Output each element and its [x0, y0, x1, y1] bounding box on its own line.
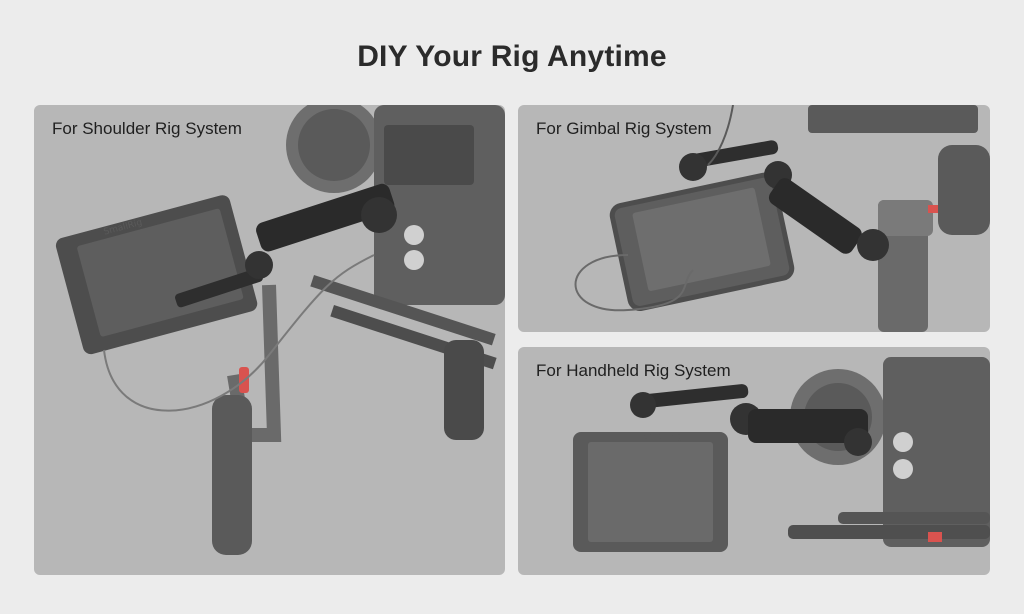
handheld-rig-panel: SmallRig For Handheld Rig System	[518, 347, 990, 575]
smallrig-logo: SmallRig	[643, 432, 682, 442]
shoulder-rig-panel: SmallRig For Shoulder Rig System	[34, 105, 505, 575]
shoulder-rig-illustration: SmallRig	[55, 105, 505, 555]
handheld-rig-label: For Handheld Rig System	[536, 361, 731, 380]
handheld-rig-illustration: SmallRig	[573, 357, 990, 552]
gimbal-rig-label: For Gimbal Rig System	[536, 119, 712, 138]
page-title: DIY Your Rig Anytime	[357, 40, 667, 73]
gimbal-rig-panel: For Gimbal Rig System	[518, 105, 990, 332]
shoulder-rig-label: For Shoulder Rig System	[52, 119, 242, 138]
gimbal-rig-illustration	[574, 105, 990, 332]
